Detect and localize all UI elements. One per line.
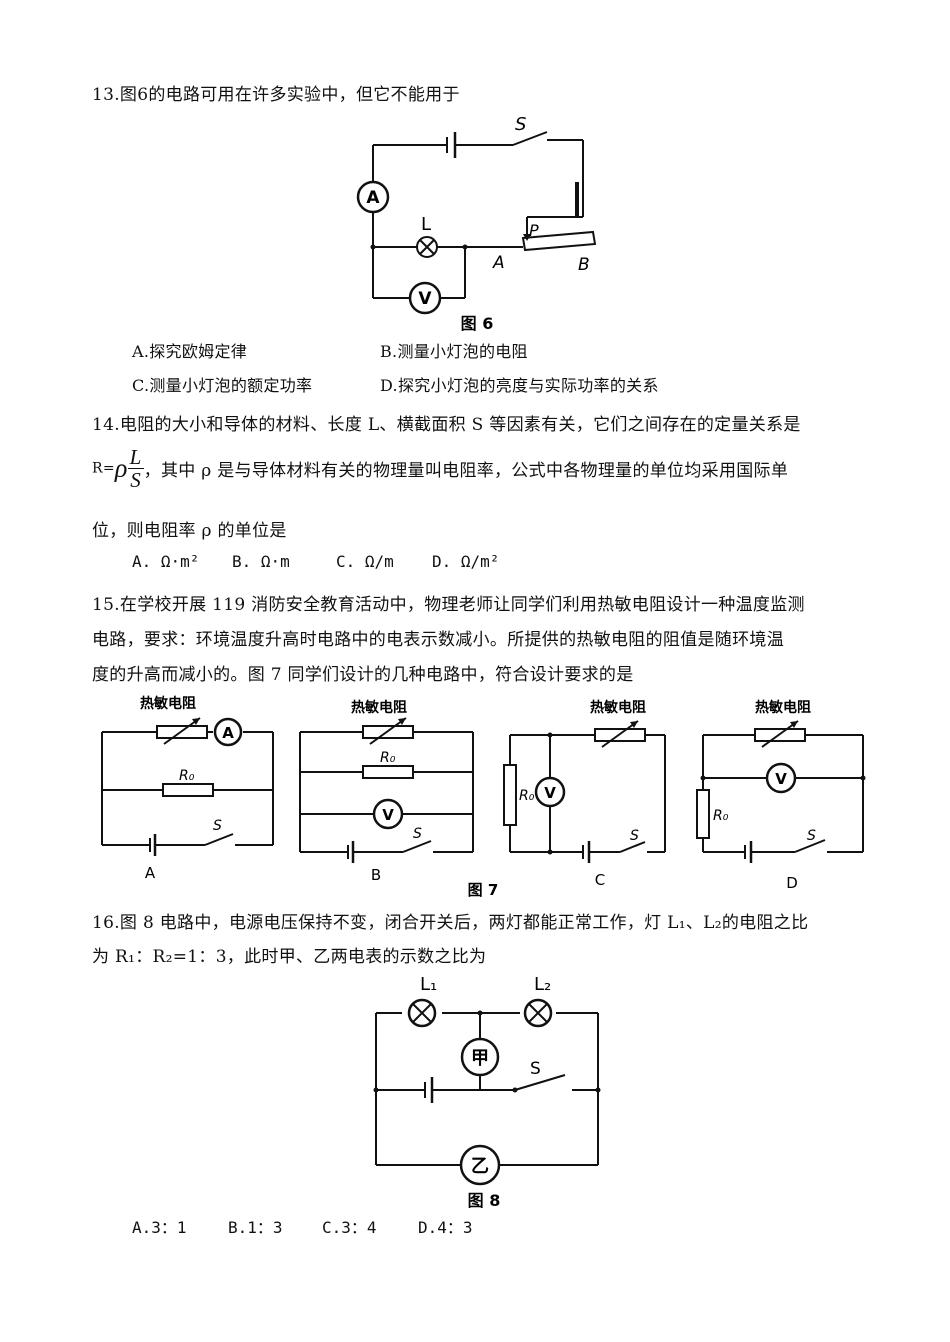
- svg-text:图 8: 图 8: [468, 1191, 501, 1210]
- circuit-b: [299, 731, 474, 853]
- voltmeter-icon: [408, 281, 442, 315]
- svg-text:A: A: [145, 864, 156, 882]
- svg-text:S: S: [807, 828, 816, 844]
- svg-text:S: S: [630, 828, 639, 844]
- q14-option-d: D. Ω/m²: [432, 552, 500, 571]
- svg-text:A: A: [222, 724, 234, 742]
- svg-text:热敏电阻: 热敏电阻: [590, 699, 646, 716]
- q16-option-b: B.1：3: [228, 1218, 283, 1237]
- svg-text:乙: 乙: [471, 1156, 489, 1177]
- svg-text:S: S: [515, 114, 526, 135]
- q16-stem-line2: 为 R₁：R₂=1：3，此时甲、乙两电表的示数之比为: [92, 947, 487, 967]
- svg-text:S: S: [213, 818, 222, 834]
- svg-text:热敏电阻: 热敏电阻: [351, 699, 407, 716]
- meter-jia-icon: [460, 1037, 500, 1077]
- q15-stem-line3: 度的升高而减小的。图 7 同学们设计的几种电路中，符合设计要求的是: [92, 665, 634, 685]
- q13-option-a: A.探究欧姆定律: [132, 342, 248, 361]
- svg-text:D: D: [786, 874, 798, 892]
- svg-text:热敏电阻: 热敏电阻: [140, 695, 196, 712]
- meter-yi-icon: [459, 1144, 501, 1186]
- q16-option-d: D.4：3: [418, 1218, 473, 1237]
- q15-stem-line1: 15.在学校开展 119 消防安全教育活动中，物理老师让同学们利用热敏电阻设计一…: [92, 595, 805, 615]
- formula-rho: ρ: [114, 453, 128, 483]
- formula-lhs: R=: [92, 460, 115, 477]
- svg-text:L: L: [421, 214, 431, 235]
- svg-text:S: S: [530, 1059, 541, 1079]
- svg-text:图 7: 图 7: [468, 881, 499, 899]
- svg-text:V: V: [775, 770, 787, 788]
- svg-text:C: C: [595, 871, 605, 889]
- lamp-l2-icon: [523, 998, 553, 1028]
- q14-option-b: B. Ω·m: [232, 552, 290, 571]
- figure-7-circuits: A 热敏电阻 R₀ S A V 热敏电阻 R₀ S B: [101, 695, 866, 899]
- figure-8-circuit: 甲 乙 L₁ L₂ S 图 8: [373, 974, 601, 1210]
- svg-text:R₀: R₀: [713, 808, 729, 824]
- q14-stem-line3: 位，则电阻率 ρ 的单位是: [92, 521, 287, 541]
- svg-text:P: P: [529, 221, 539, 240]
- q14-stem-line1: 14.电阻的大小和导体的材料、长度 L、横截面积 S 等因素有关，它们之间存在的…: [92, 415, 801, 435]
- svg-text:A: A: [366, 188, 380, 208]
- q16-stem-line1: 16.图 8 电路中，电源电压保持不变，闭合开关后，两灯都能正常工作，灯 L₁、…: [92, 913, 809, 933]
- q14-option-a: A. Ω·m²: [132, 552, 200, 571]
- svg-text:L₁: L₁: [420, 974, 437, 995]
- svg-text:热敏电阻: 热敏电阻: [755, 699, 811, 716]
- svg-text:B: B: [371, 866, 381, 884]
- q13-stem: 13.图6的电路可用在许多实验中，但它不能用于: [92, 85, 460, 105]
- svg-text:V: V: [544, 784, 556, 802]
- svg-text:甲: 甲: [471, 1048, 489, 1069]
- q16-option-a: A.3：1: [132, 1218, 187, 1237]
- q16-option-c: C.3：4: [322, 1218, 377, 1237]
- formula-denominator: S: [130, 468, 142, 492]
- q14-option-c: C. Ω/m: [336, 552, 394, 571]
- lamp-icon: [416, 236, 438, 258]
- circuit-d: [702, 734, 864, 853]
- svg-text:R₀: R₀: [380, 750, 396, 766]
- q14-stem-line2: ，其中 ρ 是与导体材料有关的物理量叫电阻率，公式中各物理量的单位均采用国际单: [143, 461, 789, 481]
- svg-text:V: V: [382, 806, 394, 824]
- svg-text:V: V: [418, 289, 432, 309]
- q13-option-c: C.测量小灯泡的额定功率: [132, 376, 313, 395]
- q13-option-d: D.探究小灯泡的亮度与实际功率的关系: [380, 376, 659, 395]
- circuit-a: [101, 731, 274, 846]
- lamp-l1-icon: [407, 998, 437, 1028]
- svg-text:A: A: [492, 253, 505, 273]
- ammeter-icon: [356, 180, 390, 214]
- formula-numerator: L: [127, 445, 144, 469]
- svg-text:B: B: [578, 255, 590, 275]
- svg-text:R₀: R₀: [519, 788, 535, 804]
- svg-text:L₂: L₂: [534, 974, 551, 995]
- svg-text:R₀: R₀: [179, 768, 195, 784]
- svg-text:S: S: [413, 826, 422, 842]
- q13-option-b: B.测量小灯泡的电阻: [380, 342, 528, 361]
- figure-6-circuit: A V S L P A B 图 6: [356, 114, 597, 333]
- svg-text:图 6: 图 6: [461, 314, 494, 333]
- q15-stem-line2: 电路，要求：环境温度升高时电路中的电表示数减小。所提供的热敏电阻的阻值是随环境温: [92, 630, 784, 650]
